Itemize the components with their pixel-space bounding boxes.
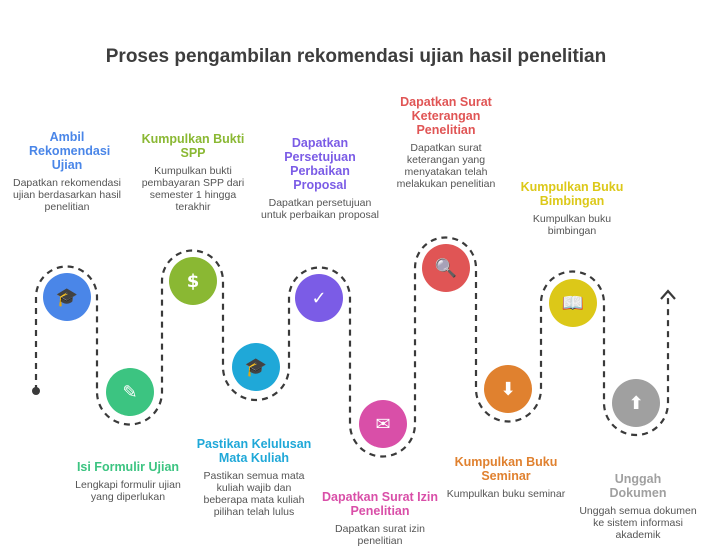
step-circle: ✎ <box>106 368 154 416</box>
step-title: Dapatkan Persetujuan Perbaikan Proposal <box>284 136 356 192</box>
step-circle: ✓ <box>295 274 343 322</box>
step-circle: 🔍 <box>422 244 470 292</box>
step-circle: ⬇ <box>484 365 532 413</box>
step-description: Kumpulkan buku bimbingan <box>532 213 612 237</box>
step-label: Kumpulkan Bukti SPP Kumpulkan bukti pemba… <box>133 132 253 213</box>
book-download-icon: ⬇ <box>500 378 516 400</box>
stamp-document-icon: ✉ <box>375 413 391 435</box>
step-circle: ⬆ <box>612 379 660 427</box>
approval-check-icon: ✓ <box>311 287 327 309</box>
step-description: Pastikan semua mata kuliah wajib dan beb… <box>203 470 305 518</box>
receipt-eye-icon: $ <box>186 270 200 292</box>
monitor-search-icon: 🔍 <box>434 257 458 279</box>
arrow-head-icon <box>660 289 676 300</box>
step-description: Unggah semua dokumen ke sistem informasi… <box>579 505 697 541</box>
step-description: Lengkapi formulir ujian yang diperlukan <box>75 479 181 503</box>
step-title: Pastikan Kelulusan Mata Kuliah <box>196 437 312 465</box>
step-circle: 🎓 <box>43 273 91 321</box>
step-title: Ambil Rekomendasi Ujian <box>29 130 111 172</box>
step-circle: 📖 <box>549 279 597 327</box>
step-title: Kumpulkan Buku Bimbingan <box>520 180 624 208</box>
step-title: Kumpulkan Bukti SPP <box>141 132 245 160</box>
step-title: Dapatkan Surat Keterangan Penelitian <box>400 95 492 137</box>
step-circle: $ <box>169 257 217 305</box>
document-graduate-icon: 🎓 <box>55 286 79 308</box>
step-circle: ✉ <box>359 400 407 448</box>
start-dot <box>32 387 40 395</box>
step-description: Dapatkan persetujuan untuk perbaikan pro… <box>261 197 379 221</box>
document-upload-icon: ⬆ <box>628 392 644 414</box>
step-description: Dapatkan surat keterangan yang menyataka… <box>396 142 496 190</box>
book-hand-icon: 📖 <box>561 292 585 314</box>
step-description: Kumpulkan bukti pembayaran SPP dari seme… <box>141 165 245 213</box>
step-title: Dapatkan Surat Izin Penelitian <box>322 490 438 518</box>
step-description: Kumpulkan buku seminar <box>446 488 566 500</box>
step-description: Dapatkan rekomendasi ujian berdasarkan h… <box>13 177 121 213</box>
form-edit-icon: ✎ <box>122 381 138 403</box>
step-title: Unggah Dokumen <box>609 472 667 500</box>
step-title: Isi Formulir Ujian <box>76 460 180 474</box>
step-circle: 🎓 <box>232 343 280 391</box>
diagram-title: Proses pengambilan rekomendasi ujian has… <box>105 46 607 67</box>
browser-graduate-icon: 🎓 <box>244 356 268 378</box>
step-description: Dapatkan surat izin penelitian <box>335 523 425 547</box>
step-title: Kumpulkan Buku Seminar <box>454 455 558 483</box>
